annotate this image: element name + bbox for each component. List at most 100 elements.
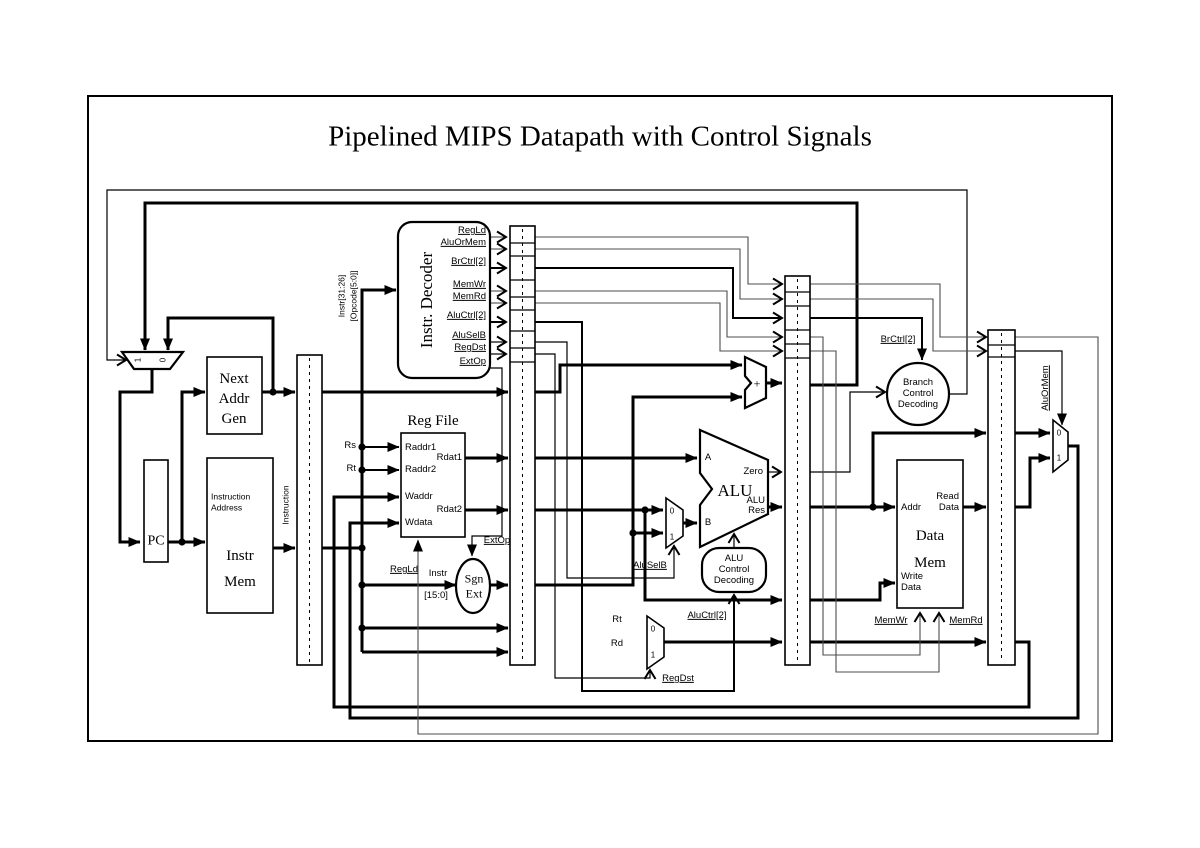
alu-title: ALU	[717, 480, 753, 500]
instruction-bus-label: Instruction	[280, 485, 291, 525]
wire-ctl-memrd-2	[535, 302, 782, 351]
wire-wb-waddr	[332, 492, 1031, 709]
rt-label: Rt	[346, 462, 357, 474]
wire-ctl-brctrl-2	[535, 267, 782, 318]
wire-pc4-adder	[535, 360, 743, 394]
wire-ctl-aluselb-2	[535, 341, 674, 579]
dmem-addr-label: Addr	[901, 501, 922, 513]
diagram-blocks	[87, 95, 1113, 742]
extop-label: ExtOp	[483, 534, 511, 546]
junction-dot	[269, 388, 277, 396]
regld-label: RegLd	[390, 563, 418, 575]
alu-res-label-1: ALU	[746, 494, 765, 506]
signal-memrd: MemRd	[452, 290, 486, 302]
pc-mux	[119, 350, 186, 371]
wire-ctl-memwr-2	[535, 290, 782, 337]
alu-shape	[698, 428, 770, 549]
junction-dot	[358, 443, 366, 451]
wire-zero-brdec	[810, 392, 885, 473]
wire-ctl-aluormem-3	[810, 298, 986, 351]
junction-dot	[641, 506, 649, 514]
wb-mux	[1052, 418, 1069, 474]
sign-extend-oval	[454, 557, 492, 615]
imem-port-label-1: Instruction	[211, 491, 251, 502]
mem-wb-cell-dividers	[988, 344, 1015, 358]
wire-ctl-regdst-2	[535, 353, 650, 678]
wire-ctl-regld-2	[535, 236, 782, 284]
wire-pcmux-to-pc	[118, 369, 154, 547]
aluormem-label: AluOrMem	[1039, 365, 1051, 411]
branch-dec-label-3: Decoding	[897, 398, 939, 410]
regfile-rdat1: Rdat1	[436, 451, 462, 463]
instr-imm-bits-label: [15:0]	[424, 589, 448, 601]
alu-a-label: A	[704, 451, 712, 463]
signal-regdst: RegDst	[454, 341, 486, 353]
sgn-ext-label-2: Ext	[465, 586, 483, 601]
pipeline-register-if-id	[296, 354, 323, 666]
alu-b-mux	[665, 496, 684, 550]
regfile-wdata: Wdata	[405, 516, 433, 528]
memwr-label: MemWr	[874, 614, 908, 626]
next-addr-gen-label-2: Addr	[218, 390, 250, 407]
junction-dot	[358, 581, 366, 589]
signal-brctrl: BrCtrl[2]	[451, 255, 486, 267]
wire-ctl-aluctrl-2	[535, 321, 734, 692]
instr-mem-title-2: Mem	[224, 573, 256, 590]
pc-label: PC	[147, 533, 165, 549]
regfile-raddr1: Raddr1	[405, 441, 437, 453]
junction-dot	[869, 503, 877, 511]
pc-mux-label-1: 1	[133, 357, 143, 363]
alu-dec-label-3: Decoding	[713, 574, 755, 586]
instr-decoder-box	[396, 220, 492, 380]
dmem-write-label-2: Data	[901, 581, 922, 593]
branch-dec-label-1: Branch	[902, 376, 934, 388]
branch-adder	[743, 355, 768, 410]
signal-aluselb: AluSelB	[452, 329, 486, 341]
regfile-raddr2: Raddr2	[405, 463, 437, 475]
adder-plus-label: +	[753, 376, 761, 391]
wire-ctl-regld-wb	[413, 336, 1099, 735]
id-ex-cell-dividers	[510, 242, 535, 363]
pipeline-register-id-ex	[509, 225, 536, 666]
wire-imm-mux1	[535, 528, 664, 587]
wire-alures-memwb	[871, 428, 987, 507]
instr-mem-title-1: Instr	[226, 547, 254, 564]
wire-ctl-brctrl-3	[810, 317, 927, 361]
aluselb-label: AluSelB	[633, 559, 667, 571]
data-mem-title-1: Data	[915, 527, 945, 544]
pipeline-register-mem-wb	[987, 329, 1016, 666]
junction-dot	[358, 544, 366, 552]
branch-control-decoding-oval	[885, 361, 951, 427]
data-mem-title-2: Mem	[914, 554, 946, 571]
sgn-ext-label-1: Sgn	[464, 571, 484, 586]
reg-file-box	[400, 432, 466, 538]
wb-mux-label-0: 0	[1056, 428, 1062, 438]
alu-dec-label-1: ALU	[724, 552, 744, 564]
dmem-write-label-1: Write	[901, 570, 923, 582]
pc-box	[143, 459, 169, 563]
alu-res-label-2: Res	[748, 504, 765, 516]
instr-mem-box	[206, 457, 274, 614]
instr-imm-label: Instr	[428, 567, 448, 579]
signal-extop: ExtOp	[459, 355, 486, 367]
regdst-mux	[646, 614, 665, 671]
signal-memwr: MemWr	[452, 278, 486, 290]
wire-ctl-memrd-3	[810, 350, 939, 673]
wire-ctl-regld-3	[810, 283, 986, 337]
dmem-read-label-1: Read	[936, 490, 959, 502]
regfile-waddr: Waddr	[405, 490, 433, 502]
data-mem-box	[896, 459, 964, 609]
imem-port-label-2: Address	[211, 502, 243, 513]
wire-instr-bus	[360, 285, 397, 652]
alu-b-mux-label-0: 0	[669, 506, 675, 516]
wire-wbmux1	[1015, 453, 1051, 509]
rs-label: Rs	[344, 439, 356, 451]
alu-dec-label-2: Control	[718, 563, 750, 575]
wire-ctl-memwr-3	[810, 336, 920, 656]
pc-mux-label-0: 0	[158, 357, 168, 363]
next-addr-gen-box	[206, 356, 263, 435]
diagram-wires	[106, 189, 1099, 735]
brctrl-label: BrCtrl[2]	[880, 333, 916, 345]
